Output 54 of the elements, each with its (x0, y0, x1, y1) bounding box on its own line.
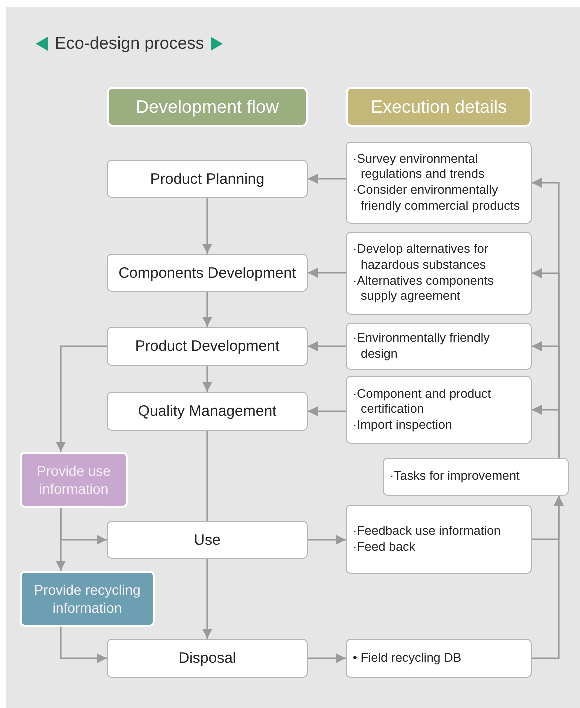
box-label: Disposal (178, 650, 236, 667)
arrow (308, 654, 346, 664)
bullet-item: ·Develop alternatives for hazardous substances (353, 242, 490, 274)
arrow (308, 535, 346, 545)
arrow (202, 366, 212, 392)
box-label: Use (194, 532, 221, 548)
bullet-item: ·Alternatives components supply agreement (353, 274, 496, 305)
bullet-item: ·Feedback use information (353, 524, 502, 540)
info-box (20, 452, 128, 508)
process-box (107, 639, 308, 678)
details-box (346, 376, 532, 444)
bullet-item: ·Survey environmental regulations and trends (353, 152, 486, 183)
arrow (202, 559, 212, 639)
arrow (532, 405, 560, 458)
details-box (346, 323, 532, 370)
arrow (308, 174, 346, 184)
diagram-title: Eco-design process (55, 34, 204, 54)
column-header (346, 87, 532, 127)
details-box (346, 232, 532, 315)
details-box (346, 505, 532, 574)
process-box (107, 327, 308, 366)
arrow (308, 406, 346, 416)
arrow (56, 346, 107, 452)
process-box (107, 392, 308, 431)
details-box (346, 639, 532, 678)
details-box (383, 458, 569, 496)
column-header (107, 87, 308, 127)
bullet-item: ·Import inspection (353, 418, 454, 434)
arrow (308, 268, 346, 278)
bullet-item: ·Feed back (353, 540, 417, 556)
arrow (202, 198, 212, 254)
box-label: Execution details (370, 96, 508, 118)
box-label: Product Planning (150, 170, 265, 188)
box-label: Development flow (136, 96, 280, 118)
box-label: Provide use information (36, 462, 112, 498)
box-label: Provide recycling information (33, 580, 142, 618)
arrow (60, 627, 107, 664)
arrow (308, 342, 346, 352)
info-box (20, 571, 155, 627)
arrow (202, 292, 212, 327)
bullet-item: ·Tasks for improvement (390, 469, 521, 485)
bullet-item: ·Consider environmentally friendly commercial products (353, 183, 522, 214)
box-label: Product Development (135, 338, 280, 355)
arrow (56, 508, 66, 571)
arrow (532, 496, 564, 660)
box-label: Quality Management (138, 403, 277, 420)
bullet-item: ·Component and product certification (353, 386, 492, 418)
process-box (107, 521, 308, 559)
process-box (107, 254, 308, 292)
box-label: Components Development (118, 264, 296, 282)
bullet-item: • Field recycling DB (353, 650, 463, 666)
details-box (346, 142, 532, 224)
bullet-item: ·Environmentally friendly design (353, 330, 491, 362)
process-box (107, 160, 308, 198)
